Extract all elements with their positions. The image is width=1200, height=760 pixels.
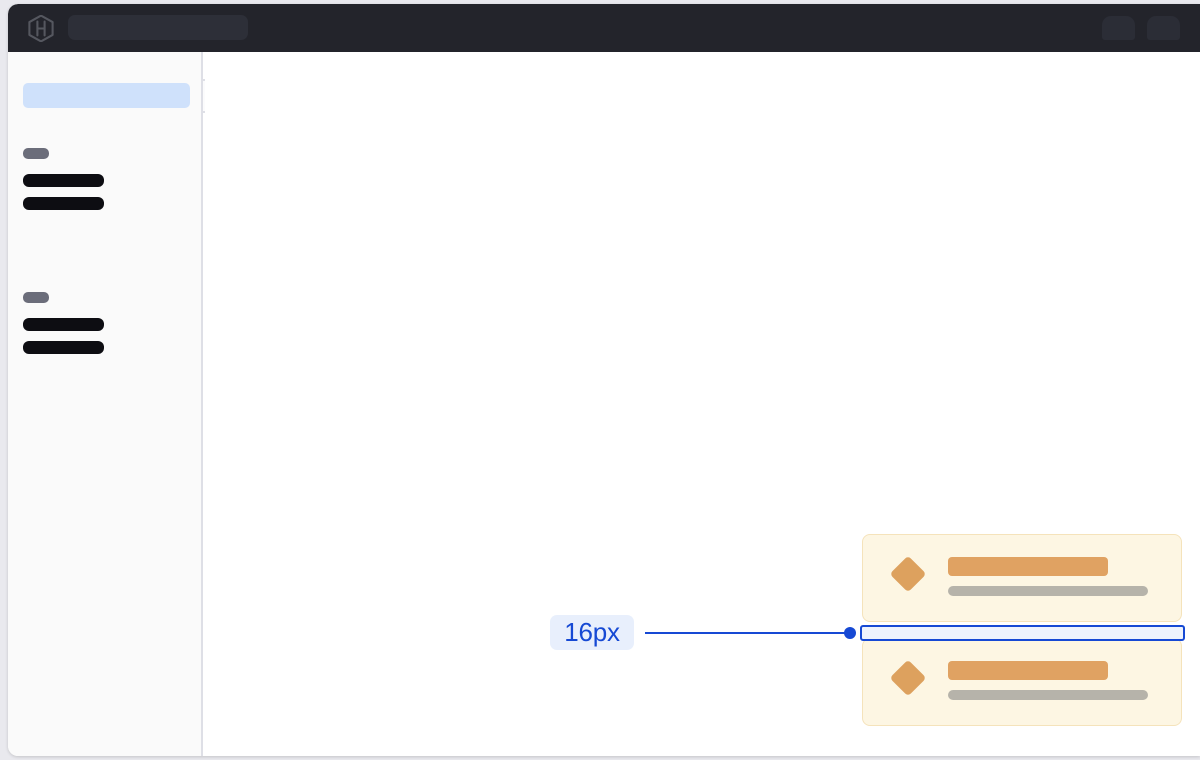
sidebar-item-1-0[interactable] xyxy=(23,318,104,331)
card-subtitle xyxy=(948,690,1148,700)
card-subtitle xyxy=(948,586,1148,596)
top-bar xyxy=(8,4,1200,52)
measurement-value-chip: 16px xyxy=(550,615,634,650)
card-item[interactable] xyxy=(862,638,1182,726)
topbar-action-a[interactable] xyxy=(1102,16,1135,40)
card-title xyxy=(948,557,1108,576)
hexagon-h-logo-icon[interactable] xyxy=(28,15,54,42)
app-window: 16px xyxy=(8,4,1200,756)
topbar-action-b[interactable] xyxy=(1147,16,1180,40)
diamond-icon xyxy=(889,555,927,593)
measurement-gap-highlight xyxy=(860,625,1185,641)
sidebar-group-label xyxy=(23,148,49,159)
search-input[interactable] xyxy=(68,15,248,40)
measurement-endpoint-dot xyxy=(844,627,856,639)
sidebar-group-1 xyxy=(23,292,193,354)
main-canvas: 16px xyxy=(205,52,1200,756)
sidebar-item-1-1[interactable] xyxy=(23,341,104,354)
sidebar xyxy=(8,52,203,756)
card-item[interactable] xyxy=(862,534,1182,622)
diamond-icon xyxy=(889,659,927,697)
sidebar-item-0-1[interactable] xyxy=(23,197,104,210)
sidebar-item-active[interactable] xyxy=(23,83,190,108)
sidebar-group-0 xyxy=(23,148,193,210)
measurement-leader-line xyxy=(645,632,854,634)
sidebar-item-0-0[interactable] xyxy=(23,174,104,187)
card-title xyxy=(948,661,1108,680)
sidebar-group-label xyxy=(23,292,49,303)
